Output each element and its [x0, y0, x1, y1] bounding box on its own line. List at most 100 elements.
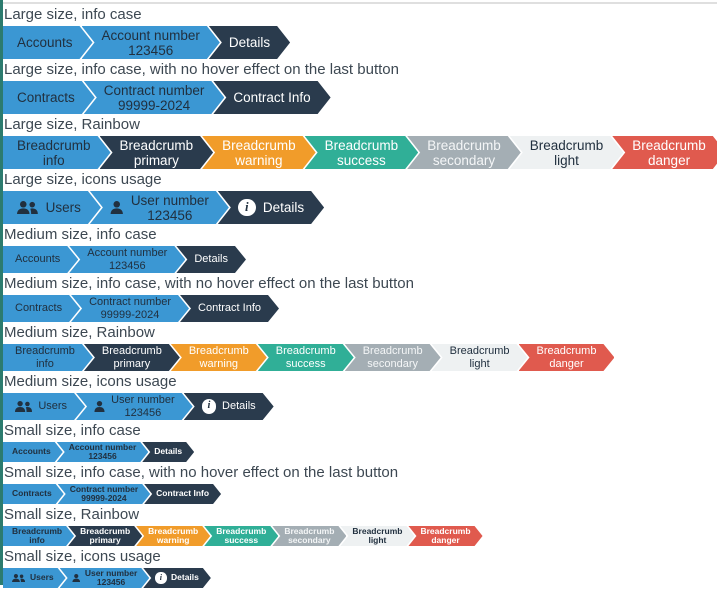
- users-icon: [15, 401, 32, 412]
- crumb-label-line: Contracts: [15, 302, 63, 315]
- crumb-label-line: Breadcrumb: [427, 137, 501, 153]
- crumb-label-line: primary: [133, 152, 179, 168]
- crumb-label-line: light: [368, 535, 387, 545]
- section-label-small-nohover: Small size, info case, with no hover eff…: [4, 464, 399, 481]
- crumb-accounts[interactable]: Accounts: [3, 246, 78, 273]
- crumb-label-line: info: [36, 357, 54, 370]
- crumb-label-line: 123456: [108, 259, 146, 272]
- crumb-label-line: secondary: [288, 535, 331, 545]
- crumb-accounts[interactable]: Accounts: [3, 442, 63, 462]
- section-label-large-nohover: Large size, info case, with no hover eff…: [4, 61, 399, 78]
- crumb-users[interactable]: Users: [3, 393, 85, 420]
- crumb-label-line: Breadcrumb: [632, 137, 706, 153]
- crumb-label-line: 99999-2024: [118, 97, 191, 113]
- crumb-contract-info[interactable]: Contract Info: [144, 484, 221, 504]
- crumb-contracts[interactable]: Contracts: [3, 295, 80, 322]
- crumb-label-line: primary: [113, 357, 151, 370]
- crumb-label: Details: [194, 253, 228, 266]
- crumb-users[interactable]: Users: [3, 568, 66, 588]
- crumb-details[interactable]: Details: [209, 26, 290, 59]
- crumb-label-line: Breadcrumb: [362, 345, 423, 357]
- crumb-details[interactable]: i Details: [184, 393, 274, 420]
- crumb-contract-info[interactable]: Contract Info: [213, 81, 330, 114]
- section-label-small-info: Small size, info case: [4, 422, 141, 439]
- crumb-contract-info[interactable]: Contract Info: [180, 295, 279, 322]
- crumb-label-line: 99999-2024: [81, 493, 127, 503]
- crumb-contracts[interactable]: Contracts: [3, 81, 95, 114]
- crumb-label-line: Contract number: [103, 82, 205, 98]
- crumb-label-line: light: [469, 357, 490, 370]
- crumb-label: Details: [154, 447, 182, 457]
- crumb-label-line: danger: [431, 535, 460, 545]
- crumb-label-line: Breadcrumb: [284, 525, 335, 536]
- crumb-details[interactable]: Details: [142, 442, 194, 462]
- crumb-users[interactable]: Users: [3, 191, 101, 224]
- crumb-label: Users: [38, 400, 67, 413]
- section-label-small-icons: Small size, icons usage: [4, 548, 161, 565]
- crumb-label-line: Details: [154, 446, 183, 457]
- crumb-label-line: Breadcrumb: [15, 345, 75, 357]
- crumb-label: Contract Info: [156, 489, 209, 499]
- crumb-label-line: Breadcrumb: [420, 525, 471, 536]
- left-accent-border: [0, 0, 3, 585]
- crumb-label-line: danger: [549, 357, 584, 370]
- section-label-medium-nohover: Medium size, info case, with no hover ef…: [4, 275, 414, 292]
- info-icon: i: [202, 399, 217, 414]
- crumb-accounts[interactable]: Accounts: [3, 26, 93, 59]
- crumb-contracts[interactable]: Contracts: [3, 484, 64, 504]
- crumb-label-line: warning: [235, 152, 283, 168]
- crumb-details[interactable]: Details: [176, 246, 246, 273]
- crumb-label: Details: [222, 400, 256, 413]
- crumb-label-line: Breadcrumb: [17, 137, 91, 153]
- top-border: [0, 2, 717, 4]
